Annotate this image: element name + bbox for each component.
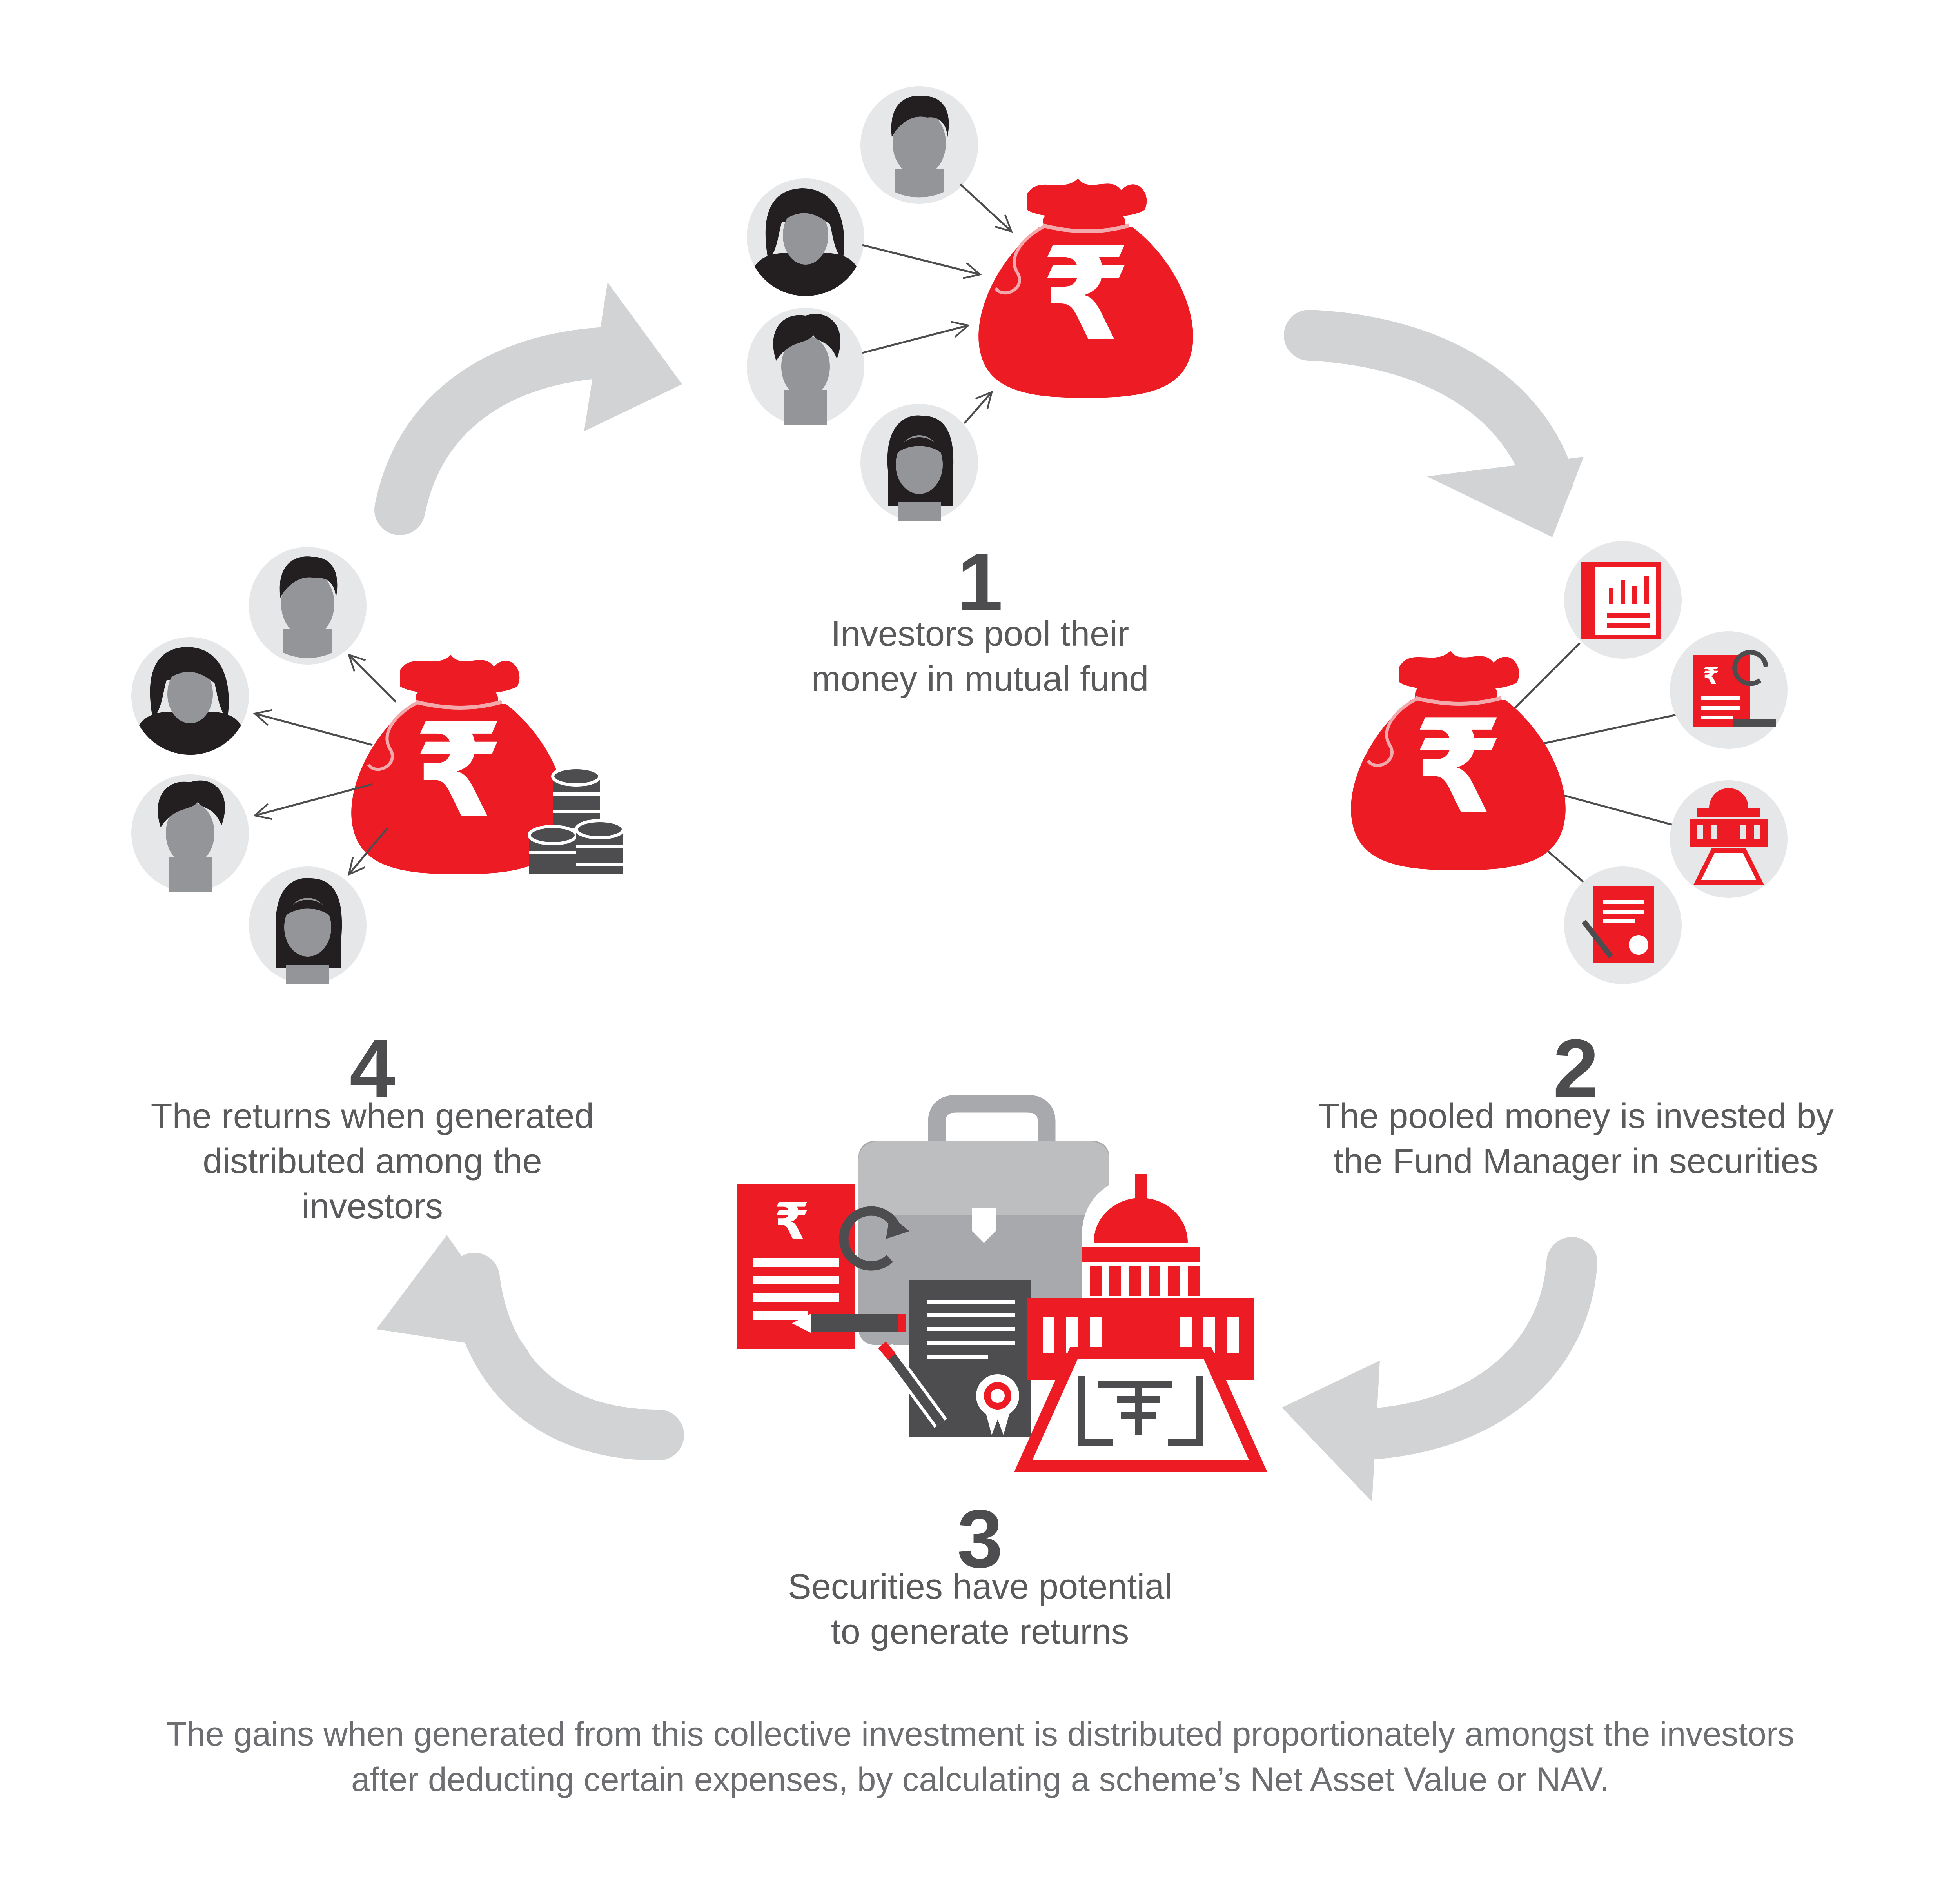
step-2-number: 2: [1553, 1022, 1599, 1114]
step-4-number: 4: [349, 1022, 396, 1114]
svg-text:₹: ₹: [774, 1192, 809, 1251]
investor-boy-icon: [747, 308, 864, 425]
certificate-document-icon: [878, 1280, 1031, 1437]
step-4-description: The returns when generated distributed a…: [78, 1094, 666, 1229]
certificate-document-icon: [1564, 866, 1682, 984]
coins-icon: [528, 766, 625, 874]
footer-line-1: The gains when generated from this colle…: [166, 1715, 1795, 1753]
step-2-line-1: The pooled money is invested by: [1318, 1097, 1834, 1136]
report-book-icon: [1564, 541, 1682, 659]
step-4-line-1: The returns when generated: [151, 1097, 594, 1136]
step-1-line-1: Investors pool their: [831, 614, 1129, 654]
bond-document-icon: ₹: [737, 1184, 909, 1349]
investor-girl-icon: [249, 866, 367, 984]
step-4-line-2: distributed among the: [203, 1142, 542, 1181]
svg-text:₹: ₹: [1703, 663, 1719, 690]
cycle-arrow-bottom-left: [376, 1235, 684, 1460]
cycle-arrow-bottom-right: [1282, 1237, 1597, 1502]
step-1-number: 1: [957, 536, 1003, 628]
investor-man-icon: [860, 86, 978, 204]
stock-exchange-building-icon: [1014, 1174, 1268, 1472]
step-3-line-1: Securities have potential: [788, 1567, 1172, 1606]
bond-document-icon: ₹: [1670, 631, 1788, 749]
stage-3-illustration: ₹: [737, 1095, 1268, 1472]
footer-line-2: after deducting certain expenses, by cal…: [351, 1761, 1610, 1798]
step-2-line-2: the Fund Manager in securities: [1334, 1142, 1818, 1181]
step-3-description: Securities have potential to generate re…: [706, 1564, 1254, 1655]
step-3-line-2: to generate returns: [831, 1612, 1129, 1651]
step-3-number: 3: [957, 1493, 1003, 1585]
money-bag-icon: [978, 178, 1193, 398]
investor-boy-icon: [131, 774, 249, 892]
investor-girl-icon: [860, 404, 978, 521]
investor-man-icon: [249, 547, 367, 665]
investor-woman-icon: [131, 637, 249, 755]
cycle-arrow-top-right: [1284, 310, 1584, 537]
stage-1-illustration: [747, 86, 1193, 521]
step-1-description: Investors pool their money in mutual fun…: [706, 612, 1254, 702]
investor-woman-icon: [747, 178, 864, 296]
stage-4-illustration: [131, 547, 625, 984]
step-4-line-3: investors: [301, 1187, 443, 1226]
footer-note: The gains when generated from this colle…: [0, 1711, 1960, 1802]
money-bag-icon: [1351, 651, 1566, 870]
stock-exchange-building-icon: [1670, 780, 1788, 898]
cycle-arrow-top-left: [374, 282, 682, 535]
stage-2-illustration: ₹: [1351, 541, 1788, 984]
step-1-line-2: money in mutual fund: [811, 659, 1149, 699]
step-2-description: The pooled money is invested by the Fund…: [1262, 1094, 1889, 1184]
